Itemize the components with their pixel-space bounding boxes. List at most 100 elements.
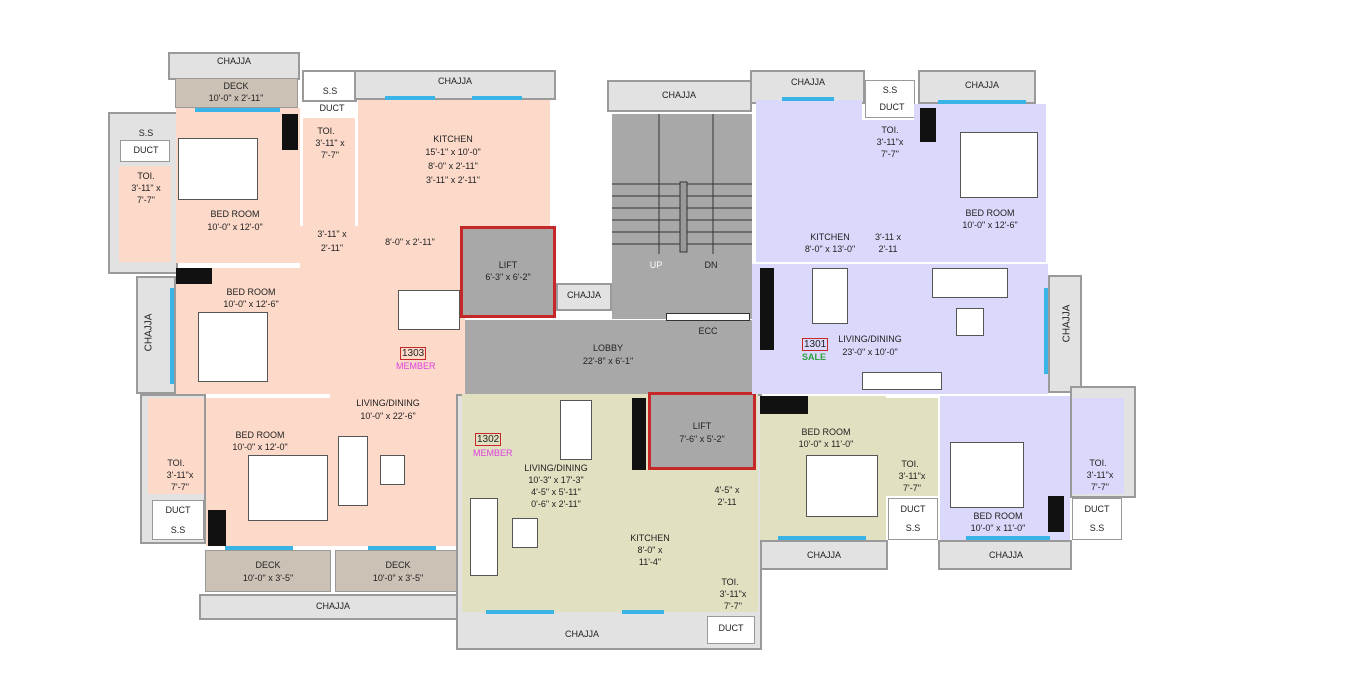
staircase — [612, 114, 752, 319]
chajja — [938, 540, 1072, 570]
duct — [302, 70, 357, 102]
duct-label: DUCT — [879, 102, 905, 112]
ss-label: S.S — [170, 525, 186, 535]
duct — [888, 498, 938, 540]
bed — [248, 455, 328, 521]
deck-bottom-1 — [205, 550, 331, 592]
passage — [300, 226, 462, 268]
toi-dim: 3'-11"x — [1086, 470, 1114, 480]
toilet — [862, 120, 914, 262]
chajja-label: CHAJJA — [143, 313, 155, 352]
room-label: BED ROOM — [801, 427, 851, 437]
chajja-label: CHAJJA — [790, 77, 826, 87]
room-label: LIVING/DINING — [838, 334, 902, 344]
toi-dim: 7'-7" — [903, 483, 921, 493]
duct — [707, 616, 755, 644]
lobby — [465, 320, 752, 394]
toi-dim: 3'-11"x — [166, 470, 194, 480]
unit-status: MEMBER — [473, 448, 513, 458]
passage-dim: 3'-11 x — [874, 232, 902, 242]
toilet-left — [119, 166, 171, 262]
duct — [865, 80, 915, 118]
toi-dim: 7'-7" — [171, 482, 189, 492]
room-dim: 0'-6" x 2'-11" — [531, 499, 581, 509]
toi-dim: 7'-7" — [137, 195, 155, 205]
room-label: LIVING/DINING — [524, 463, 588, 473]
room-label: BED ROOM — [226, 287, 276, 297]
toi-label: TOI. — [1089, 458, 1107, 468]
deck-top — [175, 78, 298, 108]
passage-dim: 3'-11" x — [317, 229, 347, 239]
toi-dim: 7'-7" — [881, 149, 899, 159]
tv-unit — [862, 372, 942, 390]
duct-label: DUCT — [900, 504, 926, 514]
kitchen — [358, 100, 550, 226]
toi-dim: 7'-7" — [321, 150, 339, 160]
chajja — [760, 540, 888, 570]
room-label: BED ROOM — [235, 430, 285, 440]
toilet — [886, 398, 938, 496]
room-dim: 10'-0" x 12'-6" — [223, 299, 279, 309]
room-dim: 10'-0" x 12'-0" — [207, 222, 263, 232]
duct-label: DUCT — [319, 103, 345, 113]
toilet-bottom — [148, 398, 204, 494]
toilet — [1072, 398, 1124, 494]
bed — [806, 455, 878, 517]
room-dim: 10'-0" x 11'-0" — [798, 439, 854, 449]
passage-dim: 2'-11" — [320, 243, 344, 253]
room-dim: 10'-0" x 11'-0" — [970, 523, 1026, 533]
ss-label: S.S — [138, 128, 154, 138]
unit-status: MEMBER — [396, 361, 436, 371]
wardrobe — [632, 398, 646, 470]
duct — [152, 500, 204, 540]
window — [385, 96, 435, 100]
toi-dim: 7'-7" — [1091, 482, 1109, 492]
chajja-label: CHAJJA — [564, 629, 600, 639]
unit-number[interactable]: 1303 — [400, 347, 427, 360]
window — [225, 546, 293, 550]
room-label: LIVING/DINING — [356, 398, 420, 408]
duct-label: DUCT — [1084, 504, 1110, 514]
duct-label: DUCT — [718, 623, 744, 633]
ecc-label: ECC — [698, 326, 718, 336]
stair-down-label: DN — [704, 260, 718, 270]
toi-dim: 7'-7" — [724, 601, 742, 611]
room-label: KITCHEN — [630, 533, 670, 543]
toi-label: TOI. — [167, 458, 185, 468]
toi-dim: 3'-11"x — [876, 137, 904, 147]
window — [938, 100, 1026, 104]
deck-bottom-2 — [335, 550, 461, 592]
chajja — [556, 283, 612, 311]
unit-number[interactable]: 1301 — [802, 338, 829, 351]
window — [195, 108, 280, 112]
passage-dim: 8'-0" x 2'-11" — [385, 237, 435, 247]
deck-label: DECK — [223, 81, 249, 91]
room-dim: 4'-5" x 5'-11" — [531, 487, 581, 497]
ss-label: S.S — [322, 86, 338, 96]
window — [1044, 288, 1048, 374]
coffee-table — [956, 308, 984, 336]
duct-label: DUCT — [165, 505, 191, 515]
room-dim: 8'-0" x 2'-11" — [428, 161, 478, 171]
sofa — [932, 268, 1008, 298]
chajja-label: CHAJJA — [661, 90, 697, 100]
chajja-right — [1048, 275, 1082, 393]
chajja-label: CHAJJA — [1061, 304, 1073, 343]
deck-label: DECK — [385, 560, 411, 570]
deck-label: DECK — [255, 560, 281, 570]
room-dim: 23'-0" x 10'-0" — [842, 347, 898, 357]
duct-label: DUCT — [133, 145, 159, 155]
bed — [960, 132, 1038, 198]
room-dim: 10'-3" x 17'-3" — [528, 475, 584, 485]
room-dim: 10'-0" x 22'-6" — [360, 411, 416, 421]
room-dim: 11'-4" — [638, 557, 662, 567]
window — [368, 546, 436, 550]
chajja-label: CHAJJA — [315, 601, 351, 611]
kitchen — [756, 100, 862, 262]
lift-label: LIFT — [692, 421, 712, 431]
unit-number[interactable]: 1302 — [475, 433, 502, 446]
lobby-label: LOBBY — [592, 343, 624, 353]
room-dim: 3'-11" x 2'-11" — [425, 175, 481, 185]
chajja — [607, 80, 752, 112]
wardrobe — [1048, 496, 1064, 532]
